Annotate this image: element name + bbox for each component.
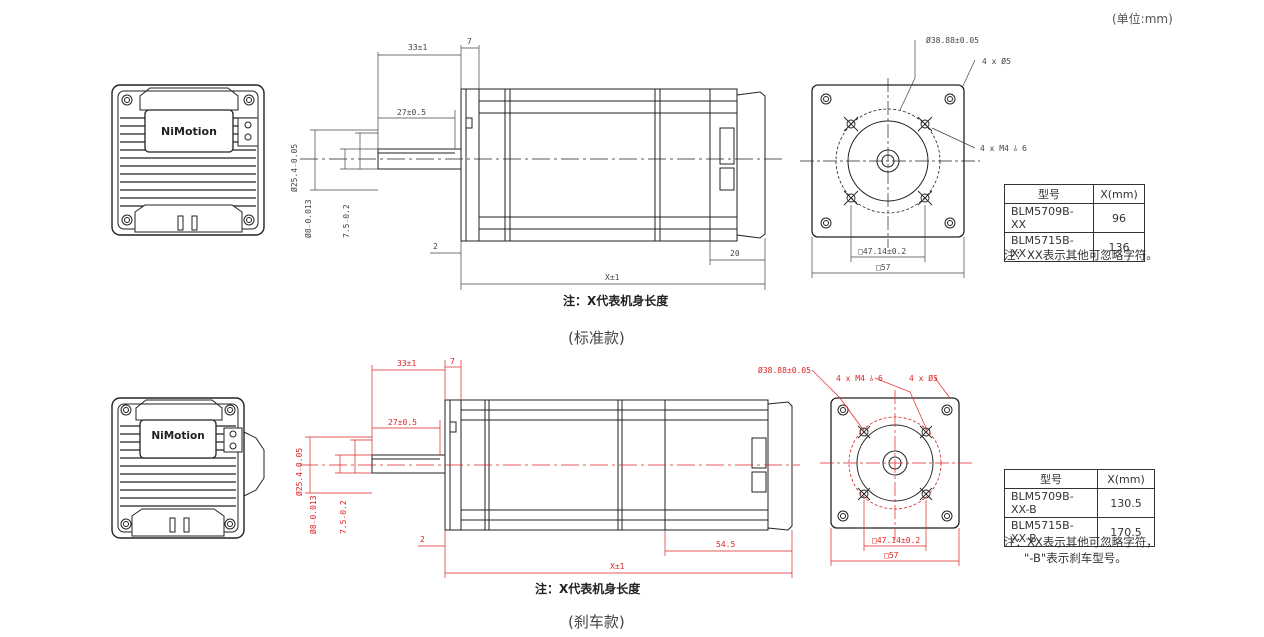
brake-length-note: 注：X代表机身长度 <box>535 582 641 596</box>
standard-length-note: 注：X代表机身长度 <box>563 294 669 308</box>
standard-note: 注：XX表示其他可忽略字符。 <box>1004 248 1158 262</box>
brk-dim-key-depth: 7.5₋0.2 <box>339 500 348 534</box>
std-dim-key-dia: Ø8₋0.013 <box>303 199 313 238</box>
std-dim-shaft-len: 33±1 <box>408 43 427 52</box>
brake-note-1: 注：XX表示其他可忽略字符， <box>1004 535 1158 549</box>
brk-dim-tap: 4 x M4 ⫰ 6 <box>836 374 883 383</box>
standard-caption: (标准款) <box>568 329 625 347</box>
table-row: BLM5715B-XX-B 170.5 <box>1004 517 1155 547</box>
table-cell: BLM5709B-XX <box>1004 203 1094 233</box>
table-header: X(mm) <box>1093 184 1145 204</box>
brake-caption: (刹车款) <box>568 613 625 631</box>
brk-dim-shaft-len: 33±1 <box>397 359 416 368</box>
table-cell: 130.5 <box>1097 488 1155 518</box>
standard-logo: NiMotion <box>161 125 217 138</box>
brk-dim-gap: 2 <box>420 535 425 544</box>
brake-dimension-lines <box>305 360 793 578</box>
brake-front-dims <box>811 369 960 566</box>
table-row: BLM5715B-XX 136 <box>1004 232 1145 262</box>
standard-side-view <box>377 88 766 242</box>
std-dim-flange: 7 <box>467 37 472 46</box>
table-cell: 136 <box>1093 232 1145 262</box>
std-dim-shaft-dia: Ø25.4₋0.05 <box>289 144 299 192</box>
brk-dim-hole-spacing: □47.14±0.2 <box>872 536 920 545</box>
table-header-row: 型号 X(mm) <box>1004 184 1145 204</box>
std-dim-holes: 4 x Ø5 <box>982 56 1011 66</box>
table-cell: 96 <box>1093 203 1145 233</box>
table-header: 型号 <box>1004 469 1098 489</box>
table-row: BLM5709B-XX-B 130.5 <box>1004 488 1155 518</box>
std-dim-tap: 4 x M4 ⫰ 6 <box>980 144 1027 153</box>
std-dim-body-len: X±1 <box>605 273 620 282</box>
std-dim-rear: 20 <box>730 249 740 258</box>
table-cell: BLM5709B-XX-B <box>1004 488 1098 518</box>
brake-note-2: "-B"表示刹车型号。 <box>1024 551 1127 565</box>
brk-dim-key-dia: Ø8₋0.013 <box>308 495 318 534</box>
standard-spec-table: 型号 X(mm) BLM5709B-XX 96 BLM5715B-XX 136 <box>1004 184 1145 262</box>
standard-front-dims <box>811 40 976 278</box>
brk-dim-square: □57 <box>884 551 899 560</box>
unit-label: (单位:mm) <box>1112 12 1173 26</box>
brake-logo: NiMotion <box>151 430 204 442</box>
std-dim-key-len: 27±0.5 <box>397 108 426 117</box>
brk-dim-key-len: 27±0.5 <box>388 418 417 427</box>
table-cell: 170.5 <box>1097 517 1155 547</box>
brk-dim-body-len: X±1 <box>610 562 625 571</box>
std-dim-square: □57 <box>876 263 891 272</box>
table-row: BLM5709B-XX 96 <box>1004 203 1145 233</box>
brk-dim-rear: 54.5 <box>716 540 735 549</box>
brake-rear-view <box>111 397 265 539</box>
std-dim-hole-spacing: □47.14±0.2 <box>858 247 906 256</box>
std-dim-key-depth: 7.5₋0.2 <box>342 204 351 238</box>
brk-dim-shaft-dia: Ø25.4₋0.05 <box>294 448 304 496</box>
std-dim-gap: 2 <box>433 242 438 251</box>
standard-dimension-lines <box>310 45 766 290</box>
table-header-row: 型号 X(mm) <box>1004 469 1155 489</box>
brk-dim-holes: 4 x Ø5 <box>909 373 938 383</box>
brake-spec-table: 型号 X(mm) BLM5709B-XX-B 130.5 BLM5715B-XX… <box>1004 469 1155 547</box>
standard-rear-view <box>111 84 265 236</box>
table-header: X(mm) <box>1097 469 1155 489</box>
table-cell: BLM5715B-XX <box>1004 232 1094 262</box>
brk-dim-flange: 7 <box>450 357 455 366</box>
table-cell: BLM5715B-XX-B <box>1004 517 1098 547</box>
brk-dim-pcd: Ø38.88±0.05 <box>758 365 811 375</box>
table-header: 型号 <box>1004 184 1094 204</box>
std-dim-pcd: Ø38.88±0.05 <box>926 35 979 45</box>
